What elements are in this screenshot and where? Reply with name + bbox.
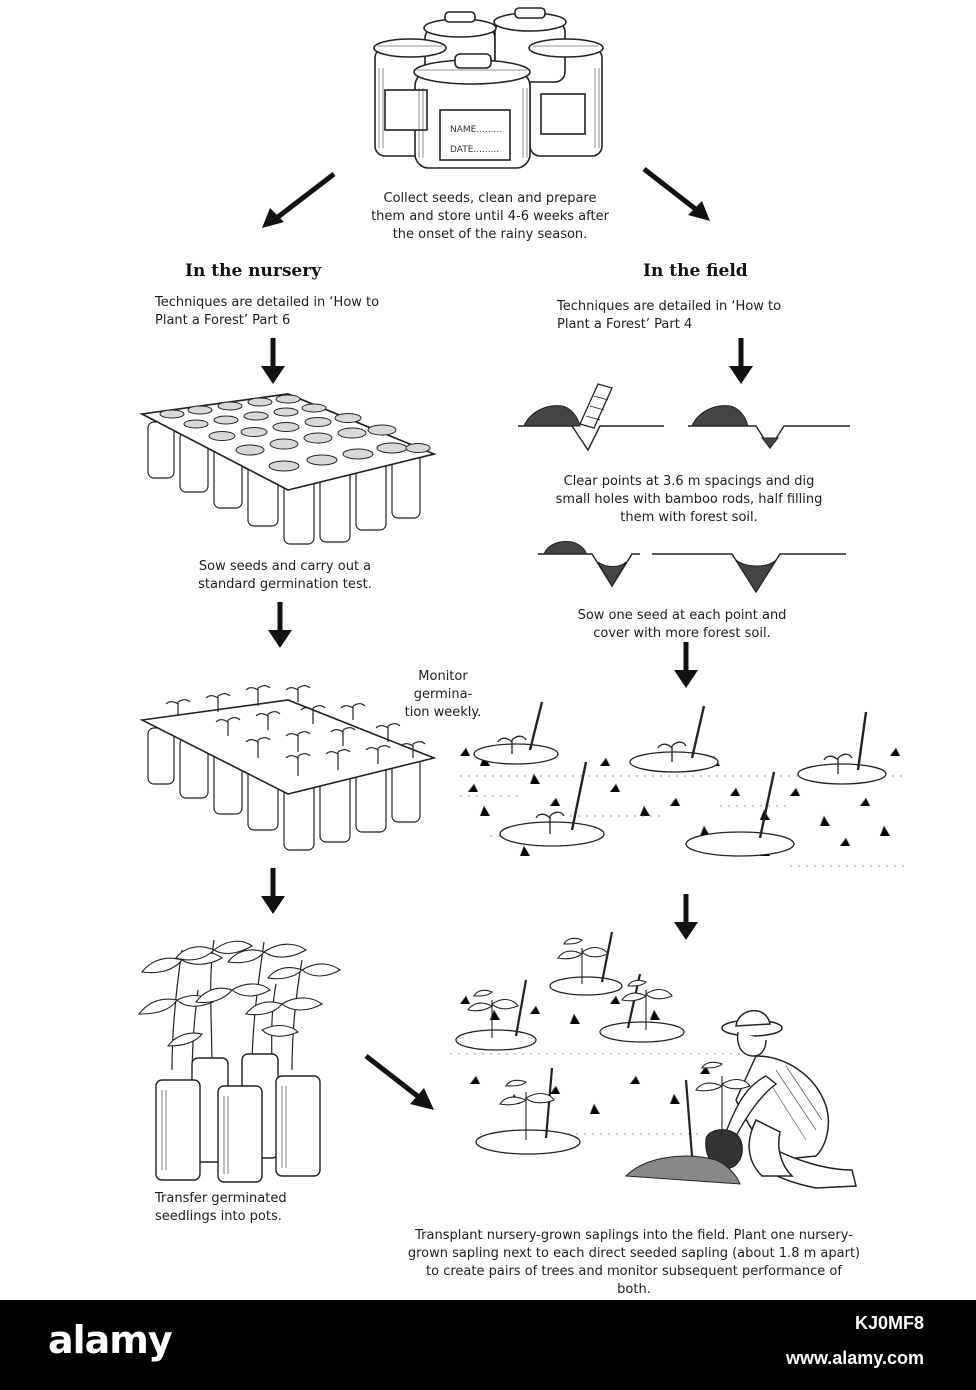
arrow-icon [268,602,292,648]
monitor-germination-caption: Monitor germina- tion weekly. [404,669,482,720]
watermark-footer: alamy KJ0MF8 www.alamy.com [0,1300,976,1390]
jar-label-date: DATE......... [450,145,499,155]
sow-seeds-nursery-caption: Sow seeds and carry out a standard germi… [198,559,372,592]
sprouting-tray-illustration [139,685,437,851]
watermark-image-id: KJ0MF8 [854,1313,924,1333]
transfer-seedlings-caption: Transfer germinated seedlings into pots. [155,1191,287,1224]
arrow-icon [364,1054,434,1110]
arrow-icon [674,642,698,688]
arrow-icon [729,338,753,384]
farmer-planting-illustration [624,1009,857,1189]
nursery-reference-caption: Techniques are detailed in ‘How to Plant… [155,295,380,328]
sow-field-caption: Sow one seed at each point and cover wit… [577,608,787,641]
nursery-heading: In the nursery [185,261,322,281]
arrow-icon [642,167,710,221]
transplant-caption: Transplant nursery-grown saplings into t… [407,1228,861,1297]
collect-seeds-caption: Collect seeds, clean and prepare them an… [371,191,609,242]
field-reference-caption: Techniques are detailed in ‘How to Plant… [557,299,782,332]
seed-jars-illustration: NAME......... DATE......... [373,7,604,169]
watermark-url: www.alamy.com [785,1348,924,1368]
jar-label-name: NAME......... [450,125,502,135]
potted-seedlings-illustration [137,939,342,1183]
arrow-icon [262,172,336,228]
watermark-logo: alamy [48,1318,173,1362]
planting-hole-illustration [538,541,846,594]
field-seedlings-illustration [459,701,906,867]
arrow-icon [261,338,285,384]
planting-hole-illustration [518,383,850,452]
arrow-icon [261,868,285,914]
field-seedlings-illustration [450,931,746,1155]
field-heading: In the field [643,261,748,281]
seed-tray-illustration [139,393,437,545]
arrow-icon [674,894,698,940]
clear-points-caption: Clear points at 3.6 m spacings and dig s… [555,474,823,525]
